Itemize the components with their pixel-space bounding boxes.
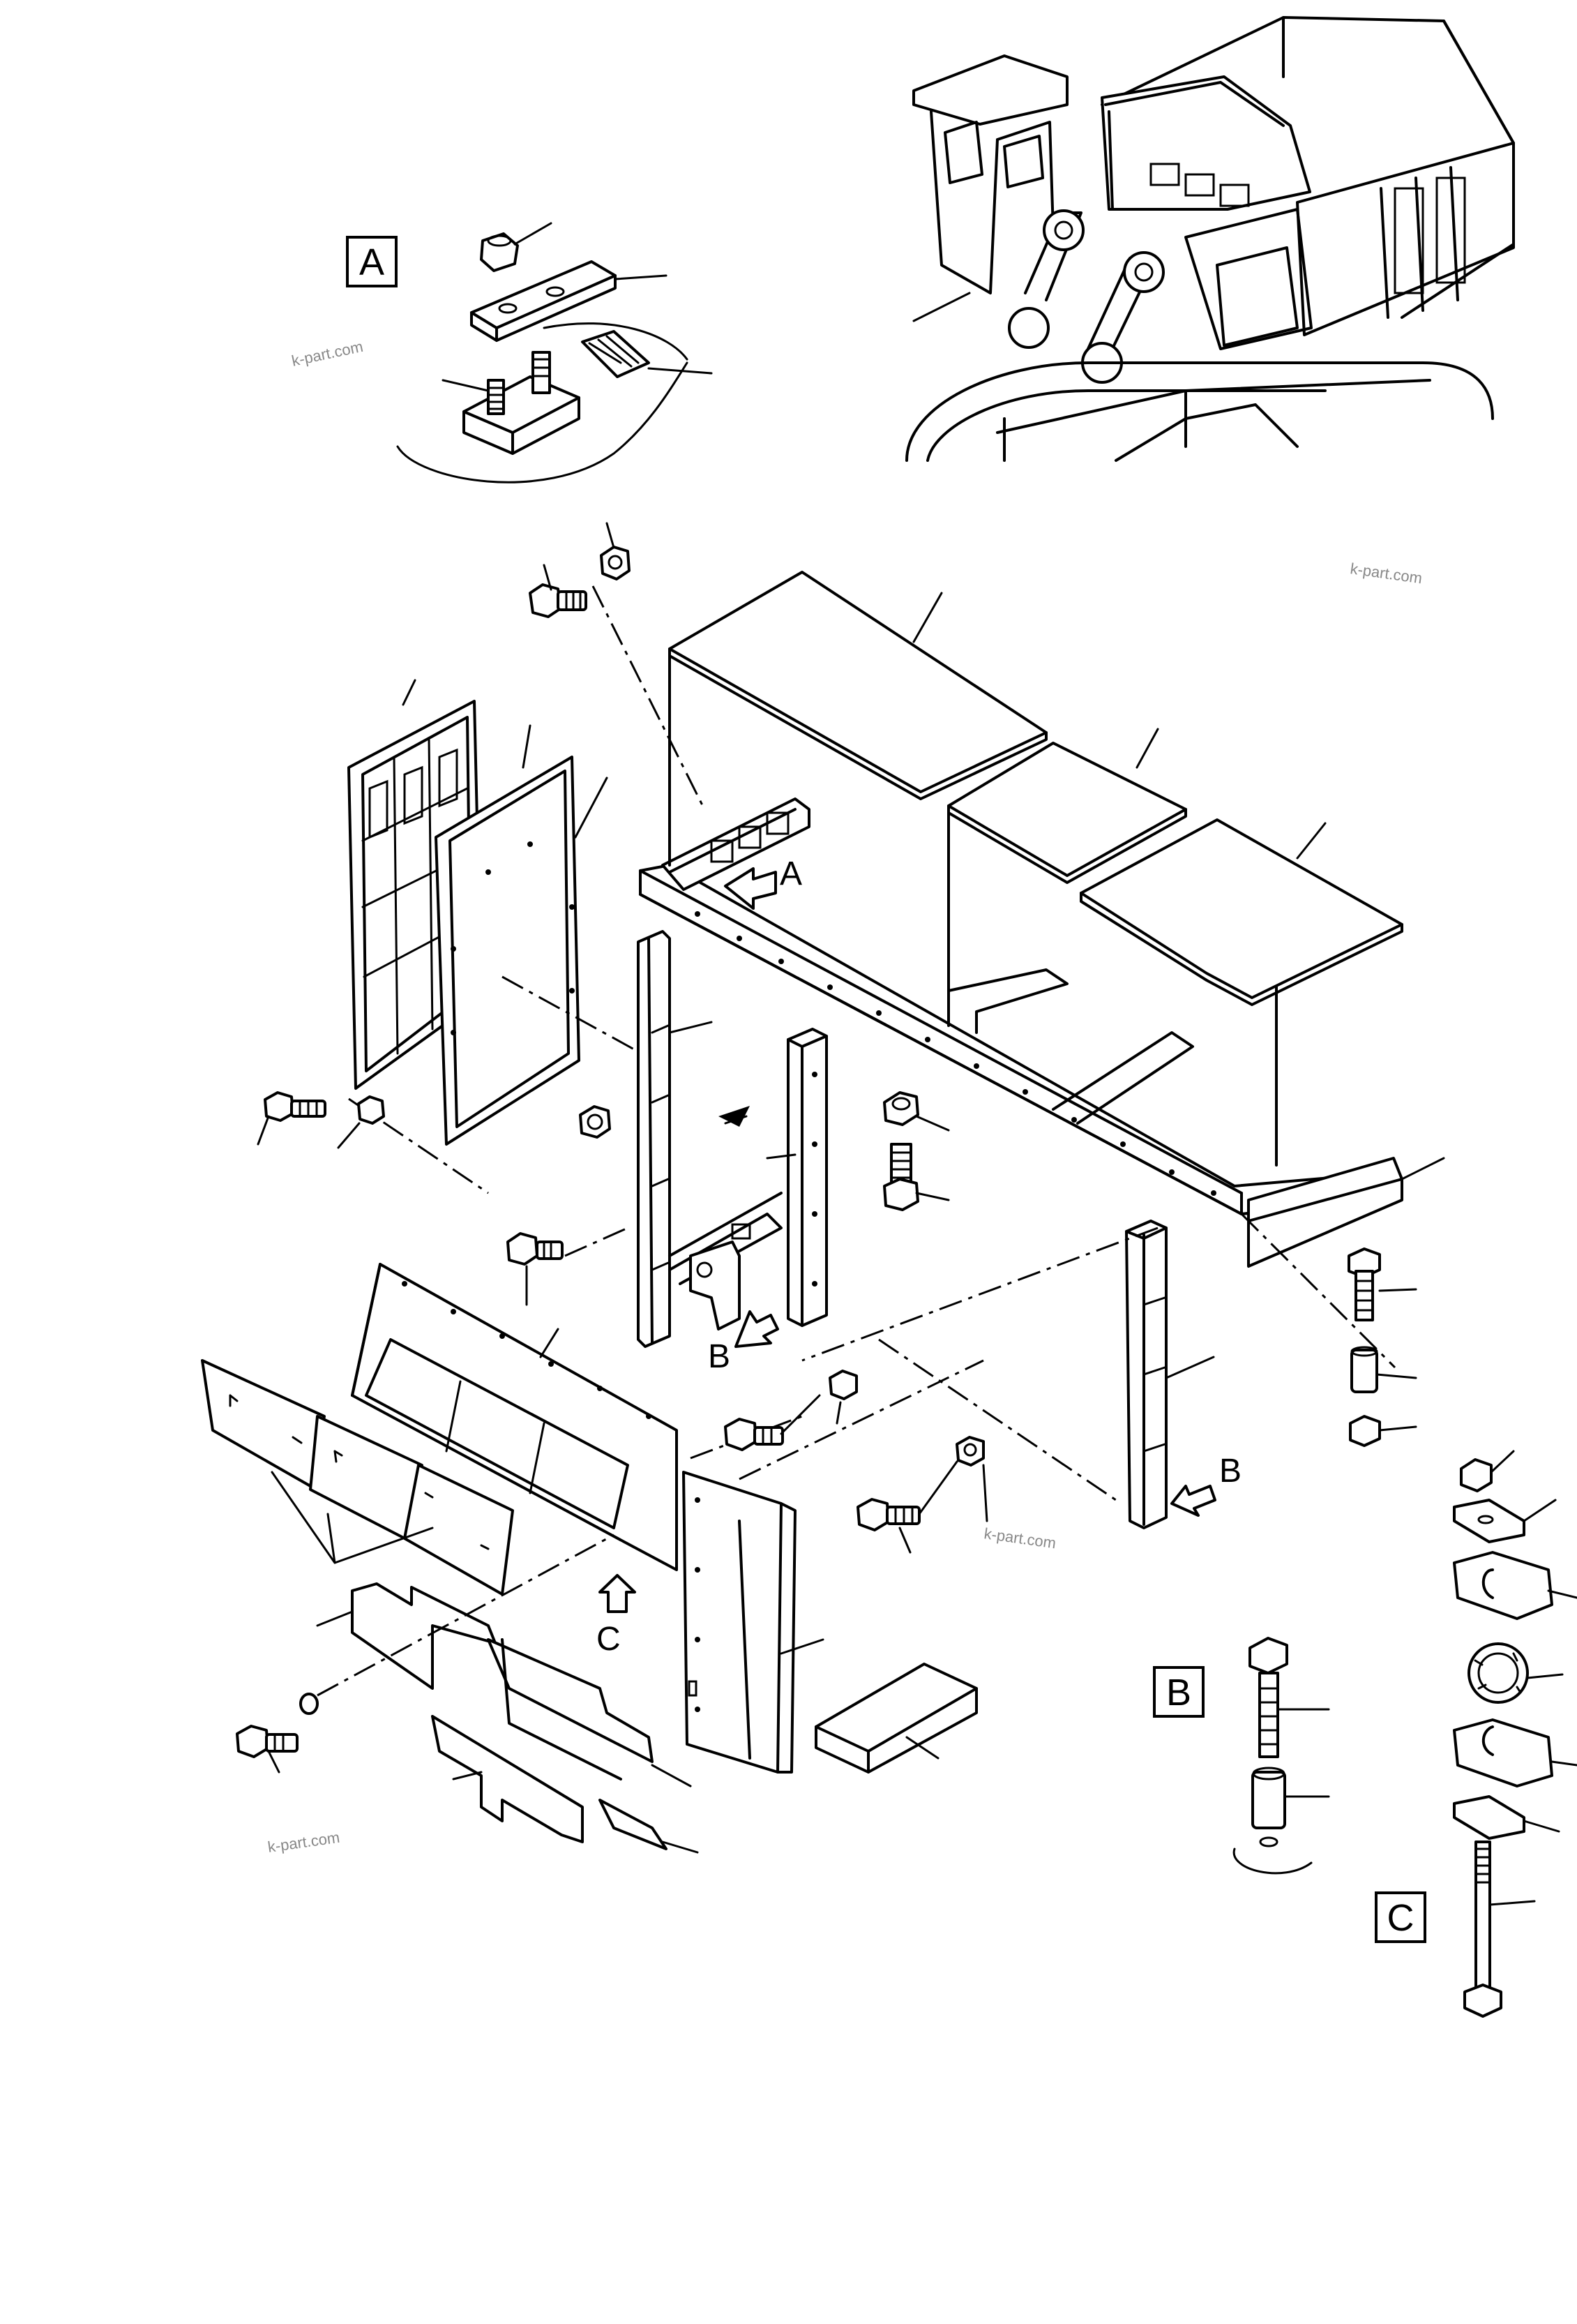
nut-icon <box>480 232 519 272</box>
nut-icon <box>1460 1458 1493 1492</box>
top-nut <box>600 546 631 580</box>
spacer-sleeve <box>1251 1771 1286 1829</box>
side-panel-right <box>682 1471 797 1774</box>
ref-arrow-b2-label: B <box>1219 1453 1242 1490</box>
ref-arrow-c: C <box>596 1574 636 1658</box>
bolt-lower-1 <box>724 1370 858 1451</box>
detail-b-label: B <box>1166 1672 1191 1714</box>
nut-center <box>883 1091 919 1126</box>
rubber-pad <box>581 330 650 378</box>
left-seal-frame <box>435 756 580 1146</box>
detail-c-label: C <box>1387 1897 1414 1939</box>
right-post <box>1125 1220 1168 1529</box>
detail-a-ground <box>396 361 688 483</box>
detail-b-box <box>1153 1666 1205 1718</box>
center-post <box>787 1028 828 1327</box>
machine-overview <box>905 16 1515 462</box>
ref-arrow-b1: B <box>708 1310 779 1375</box>
lower-channel <box>351 1582 497 1690</box>
lower-duct <box>487 1638 654 1781</box>
hex-bolt-head-icon <box>1248 1637 1288 1674</box>
cover-panel-3 <box>1080 818 1403 1006</box>
side-plate-3 <box>403 1464 514 1596</box>
foam-block <box>815 1663 978 1774</box>
bolt-lower-2 <box>857 1436 985 1531</box>
detail-c-box <box>1375 1891 1426 1943</box>
detail-c: C <box>1375 1450 1577 2018</box>
ref-arrow-b2: B <box>1170 1453 1242 1517</box>
main-frame <box>639 654 1445 1369</box>
ref-arrow-a: A <box>724 855 802 910</box>
bushing-icon <box>1467 1642 1529 1704</box>
bottom-seal <box>431 1715 667 1850</box>
detail-b: B <box>1153 1637 1313 1875</box>
detail-a-label: A <box>359 241 384 283</box>
bolt-lower-left <box>236 1693 319 1758</box>
side-plate-2 <box>309 1415 423 1543</box>
flow-arrow-icon <box>718 1106 750 1127</box>
bracket-foot <box>689 1240 741 1330</box>
fan-shroud <box>351 1263 678 1571</box>
nut-left <box>357 1095 385 1125</box>
ref-arrow-c-label: C <box>596 1621 621 1658</box>
cab-roof <box>912 54 1069 126</box>
watermark: k-part.com <box>1349 560 1423 587</box>
detail-a-box <box>346 236 398 287</box>
watermark: k-part.com <box>290 338 365 370</box>
washer-nut-mid <box>579 1105 611 1139</box>
detail-a: A <box>346 222 713 483</box>
ref-arrow-a-label: A <box>780 855 802 892</box>
left-post <box>637 930 783 1348</box>
cover-panel-2 <box>947 742 1187 884</box>
clamp-plate <box>470 260 617 342</box>
bolt-mid <box>506 1232 564 1266</box>
bolt-left <box>264 1091 326 1122</box>
cover-panel-1 <box>668 571 1048 800</box>
top-bolt <box>529 583 587 618</box>
stud-center <box>883 1143 919 1211</box>
right-bolt-stack <box>1348 1247 1381 1447</box>
ref-arrow-b1-label: B <box>708 1338 730 1375</box>
watermark: k-part.com <box>266 1829 340 1856</box>
side-plate-1 <box>201 1359 326 1487</box>
watermark: k-part.com <box>983 1524 1057 1552</box>
mounting-block <box>462 351 580 455</box>
